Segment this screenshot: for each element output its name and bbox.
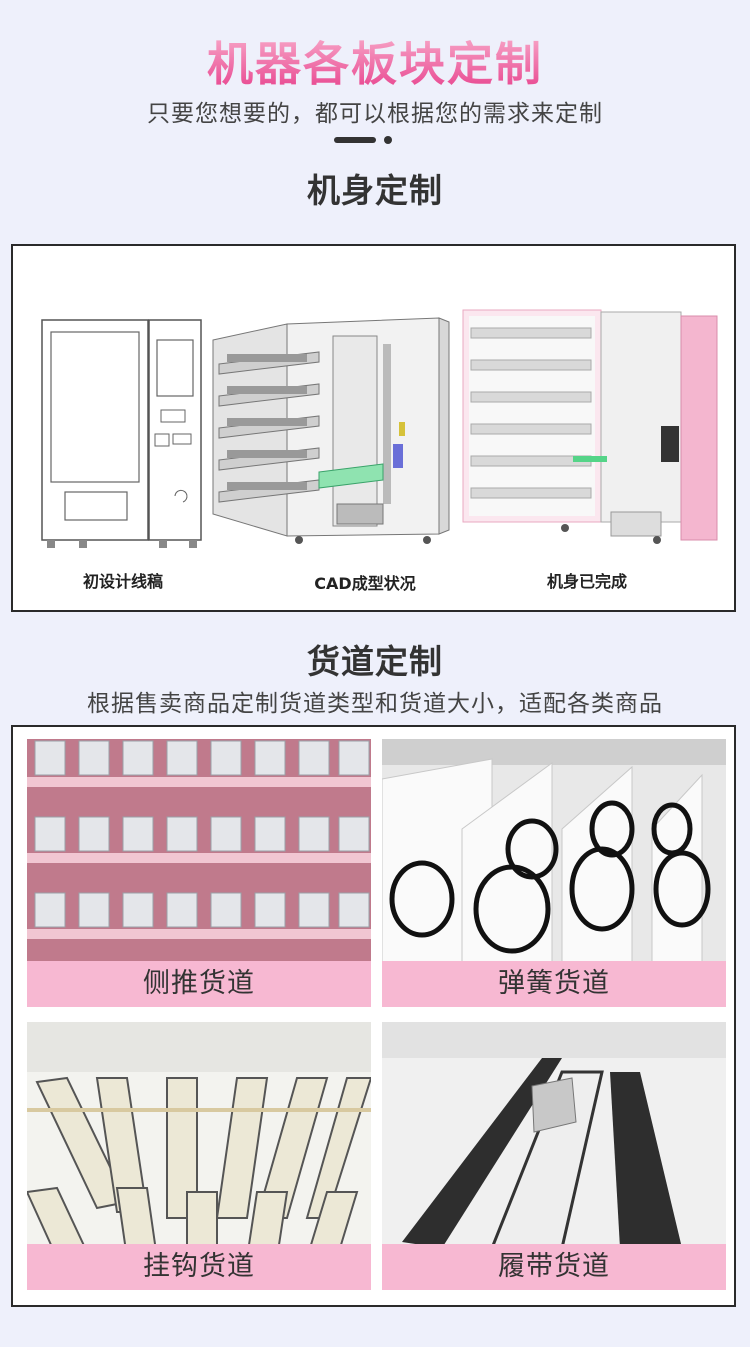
channel-section-title: 货道定制 <box>307 642 443 681</box>
divider-dot <box>384 136 392 144</box>
divider-bar <box>334 137 376 143</box>
stage-line-drawing-label: 初设计线稿 <box>82 572 163 591</box>
channel-label-spring: 弹簧货道 <box>382 961 726 1007</box>
channel-label-crawler: 履带货道 <box>382 1244 726 1290</box>
channel-tile-side-push: 侧推货道 <box>27 739 371 1007</box>
channel-tile-hook: 挂钩货道 <box>27 1022 371 1290</box>
body-stages-panel: 初设计线稿 <box>11 244 736 612</box>
body-section-title: 机身定制 <box>307 171 443 210</box>
stage-finished-image <box>461 306 721 550</box>
channel-tile-spring: 弹簧货道 <box>382 739 726 1007</box>
stage-cad-image <box>207 304 451 552</box>
channel-label-side-push: 侧推货道 <box>27 961 371 1007</box>
vending-machine-line-drawing-icon <box>41 319 202 548</box>
channel-types-panel: 侧推货道 弹簧货道 <box>11 725 736 1307</box>
vending-machine-cad-model-icon <box>212 317 450 544</box>
page-title: 机器各板块定制 <box>0 28 750 94</box>
page-subtitle: 只要您想要的，都可以根据您的需求来定制 <box>147 101 603 127</box>
stage-line-drawing-image <box>39 316 209 552</box>
channel-tile-crawler: 履带货道 <box>382 1022 726 1290</box>
stage-cad-label: CAD成型状况 <box>314 574 416 593</box>
channel-label-hook: 挂钩货道 <box>27 1244 371 1290</box>
title-divider <box>334 136 394 144</box>
page-title-text: 机器各板块定制 <box>207 37 543 91</box>
channel-section-description: 根据售卖商品定制货道类型和货道大小，适配各类商品 <box>87 691 663 717</box>
vending-machine-finished-body-icon <box>462 309 718 544</box>
stage-finished-label: 机身已完成 <box>546 572 627 591</box>
